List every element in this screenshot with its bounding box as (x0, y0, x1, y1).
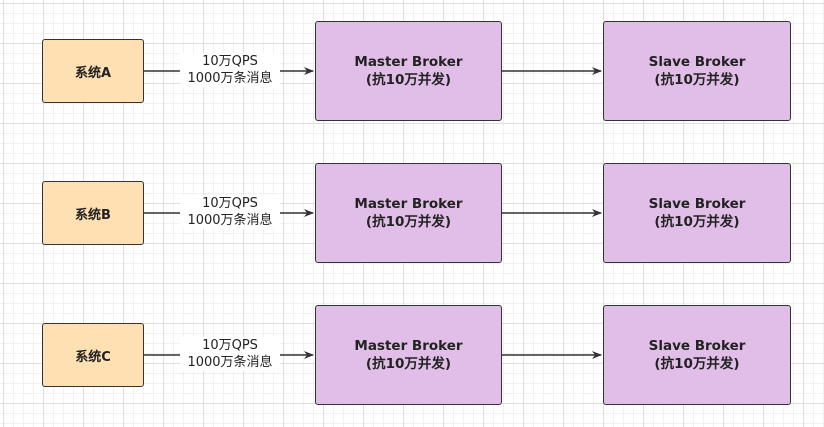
slave-broker-capacity: (抗10万并发) (654, 214, 740, 230)
slave-broker-a-node[interactable]: Slave Broker (抗10万并发) (603, 21, 791, 121)
edge-label-qps: 10万QPS (202, 196, 258, 211)
system-c-label: 系统C (75, 349, 111, 365)
master-broker-title: Master Broker (354, 54, 463, 70)
slave-broker-title: Slave Broker (648, 338, 746, 354)
system-c-node[interactable]: 系统C (42, 323, 144, 387)
edge-label-a: 10万QPS 1000万条消息 (180, 53, 280, 87)
slave-broker-capacity: (抗10万并发) (654, 72, 740, 88)
system-a-node[interactable]: 系统A (42, 39, 144, 103)
master-broker-capacity: (抗10万并发) (365, 356, 452, 372)
edge-label-qps: 10万QPS (202, 338, 258, 353)
master-broker-title: Master Broker (354, 338, 463, 354)
master-broker-c-node[interactable]: Master Broker (抗10万并发) (315, 305, 502, 405)
master-broker-capacity: (抗10万并发) (365, 214, 452, 230)
row-system-c: 系统C 10万QPS 1000万条消息 Master Broker (抗10万并… (0, 305, 824, 415)
master-broker-a-node[interactable]: Master Broker (抗10万并发) (315, 21, 502, 121)
slave-broker-c-node[interactable]: Slave Broker (抗10万并发) (603, 305, 791, 405)
edge-label-messages: 1000万条消息 (187, 213, 273, 228)
edge-label-messages: 1000万条消息 (187, 71, 273, 86)
master-broker-capacity: (抗10万并发) (365, 72, 452, 88)
slave-broker-b-node[interactable]: Slave Broker (抗10万并发) (603, 163, 791, 263)
edge-label-messages: 1000万条消息 (187, 355, 273, 370)
row-system-b: 系统B 10万QPS 1000万条消息 Master Broker (抗10万并… (0, 163, 824, 273)
slave-broker-title: Slave Broker (648, 54, 746, 70)
edge-label-b: 10万QPS 1000万条消息 (180, 195, 280, 229)
slave-broker-title: Slave Broker (648, 196, 746, 212)
system-b-node[interactable]: 系统B (42, 181, 144, 245)
row-system-a: 系统A 10万QPS 1000万条消息 Master Broker (抗10万并… (0, 21, 824, 131)
edge-label-c: 10万QPS 1000万条消息 (180, 337, 280, 371)
edge-label-qps: 10万QPS (202, 54, 258, 69)
master-broker-title: Master Broker (354, 196, 463, 212)
master-broker-b-node[interactable]: Master Broker (抗10万并发) (315, 163, 502, 263)
slave-broker-capacity: (抗10万并发) (654, 356, 740, 372)
system-b-label: 系统B (75, 207, 111, 223)
system-a-label: 系统A (74, 65, 112, 81)
